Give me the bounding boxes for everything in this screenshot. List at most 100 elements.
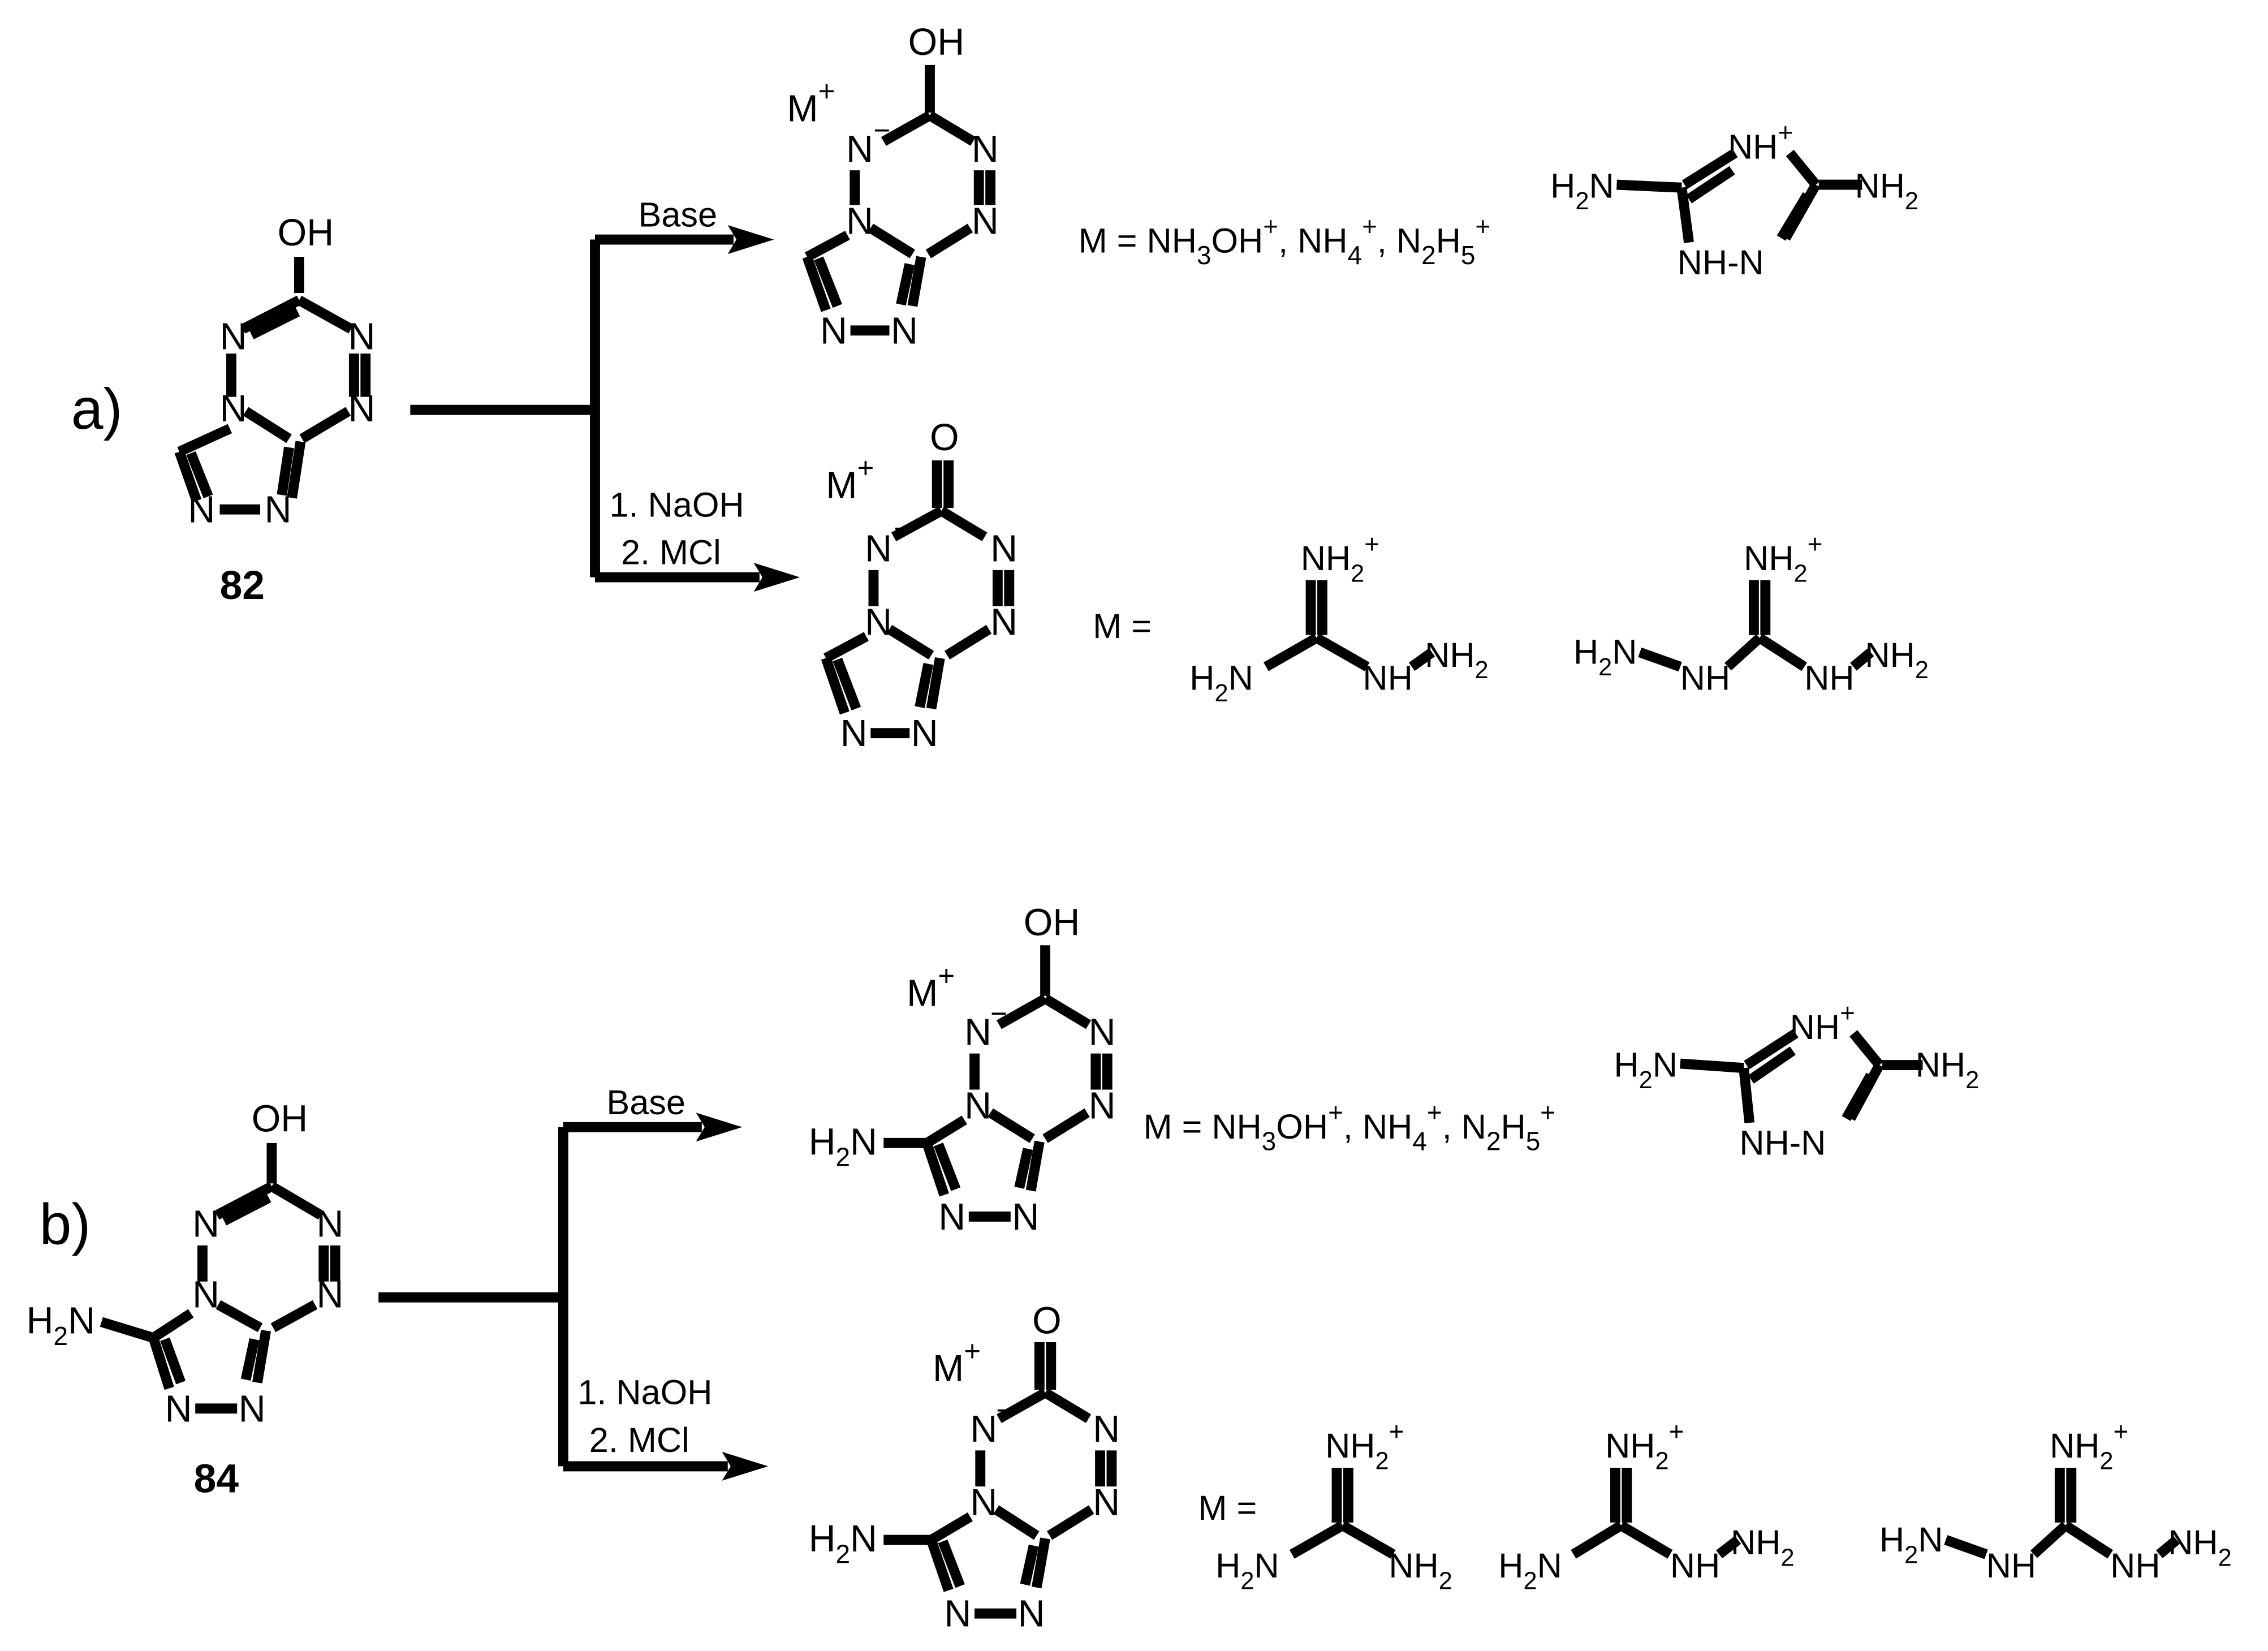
reaction-arrows-a: Base 1. NaOH 2. MCl [410,196,800,592]
atom-o: O [930,417,959,459]
amine-nh2: NH2 [1425,636,1489,684]
atom-nh: NH [1680,659,1730,697]
iminium-nh2-plus: NH2+ [1301,529,1379,587]
atom-n: N [1089,1011,1116,1053]
atom-n: N [220,316,247,357]
counter-ion-m: M+ [787,75,835,130]
reagent-naoh: 1. NaOH [577,1373,712,1412]
atom-n: N [317,1274,344,1316]
atom-n-anion: N [846,128,873,170]
atom-nh-n: NH-N [1678,243,1764,282]
amine-h2n: H2N [1550,167,1614,215]
cation-list-b: M = NH3OH+, NH4+, N2H5+ [1144,1098,1555,1156]
atom-n: N [265,489,292,531]
compound-84-structure: OH N N N N H2N N N 84 [27,1098,344,1501]
atom-n: N [188,489,215,531]
amine-h2n: H2N [1879,1520,1943,1568]
atom-n: N [192,1204,219,1245]
iminium-nh2-plus: NH2+ [1325,1416,1404,1475]
amine-nh2: NH2 [1389,1546,1452,1594]
m-equals-a: M = [1093,607,1152,645]
amine-nh2: NH2 [2168,1523,2232,1571]
panel-a: a) OH N N N N N N 82 [71,21,1929,755]
compound-number-84: 84 [194,1456,239,1501]
compound-number-82: 82 [220,563,265,608]
amine-h2n: H2N [27,1300,95,1351]
atom-n: N [239,1388,266,1430]
atom-n: N [865,602,892,644]
charge-minus: − [990,997,1007,1029]
atom-n: N [820,310,847,352]
counter-ion-m: M+ [826,452,874,507]
charge-minus: − [894,512,911,545]
atom-n: N [1093,1482,1120,1524]
amine-h2n: H2N [1189,659,1253,707]
atom-n: N [964,1085,991,1127]
atom-n: N [317,1204,344,1245]
amine-h2n: H2N [1498,1546,1562,1594]
panel-a-label: a) [71,377,123,441]
atom-n: N [1012,1196,1039,1238]
atom-n: N [1018,1593,1045,1635]
atom-n: N [165,1388,192,1430]
atom-nh-n: NH-N [1739,1123,1826,1162]
atom-nh: NH [1362,659,1412,697]
reagent-base: Base [606,1083,685,1122]
atom-n-anion: N [970,1408,997,1450]
atom-oh: OH [278,212,334,254]
amine-h2n: H2N [1215,1546,1279,1594]
aminoguanidinium-cation-b: NH2+ H2N NH NH2 [1498,1416,1794,1594]
atom-n: N [911,713,938,755]
amine-h2n: H2N [1573,633,1637,681]
m-equals-b: M = [1198,1489,1257,1527]
atom-n: N [192,1274,219,1316]
diaminoguanidinium-cation-b: NH2+ H2N NH NH NH2 [1879,1416,2232,1584]
atom-n: N [938,1196,965,1238]
compound-82-structure: OH N N N N N N 82 [174,212,376,608]
charge-minus: − [996,1394,1013,1426]
iminium-nh2-plus: NH2+ [1744,529,1822,587]
reagent-mcl: 2. MCl [621,533,721,572]
atom-n: N [348,316,376,357]
atom-oh: OH [252,1098,308,1140]
amine-nh2: NH2 [1865,636,1929,684]
atom-oh: OH [908,21,965,63]
atom-n-anion: N [964,1011,991,1053]
atom-n: N [891,310,918,352]
atom-nh: NH [1804,659,1854,697]
counter-ion-m: M+ [907,960,955,1015]
atom-n: N [970,1482,997,1524]
amine-nh2: NH2 [1916,1045,1980,1093]
iminium-nh2-plus: NH2+ [2050,1416,2128,1475]
atom-n-anion: N [865,528,892,570]
iminium-nh2-plus: NH2+ [1605,1416,1684,1475]
diaminoguanidinium-cation-a: NH2+ H2N NH NH NH2 [1573,529,1929,697]
amine-h2n: H2N [809,1518,877,1568]
atom-n: N [846,200,873,242]
reagent-mcl: 2. MCl [589,1421,689,1459]
product-oxo-salt-b: M+ O N − N N N H2N N N [809,1300,1120,1635]
atom-o: O [1032,1300,1062,1342]
product-hydroxy-salt-b: M+ OH N − N N N H2N N N [809,902,1116,1238]
atom-oh: OH [1024,902,1080,943]
amine-nh2: NH2 [1731,1523,1795,1571]
charge-minus: − [873,114,890,146]
counter-ion-m: M+ [933,1335,981,1390]
atom-n: N [990,602,1017,644]
atom-nh: NH [1670,1546,1720,1585]
atom-n: N [972,200,999,242]
atom-n: N [348,388,376,430]
reaction-arrows-b: Base 1. NaOH 2. MCl [378,1083,769,1481]
atom-nh-plus: NH+ [1728,118,1793,166]
atom-nh-plus: NH+ [1790,998,1855,1047]
product-hydroxy-salt-a: M+ OH N − N N N N N [787,21,999,352]
atom-n: N [972,128,999,170]
panel-b-label: b) [40,1192,91,1256]
product-oxo-salt-a: M+ O N − N N N N N [821,417,1017,755]
atom-nh: NH [1986,1546,2036,1585]
reagent-naoh: 1. NaOH [610,485,744,524]
atom-n: N [220,388,247,430]
amine-h2n: H2N [809,1121,877,1171]
atom-nh: NH [2110,1546,2160,1585]
